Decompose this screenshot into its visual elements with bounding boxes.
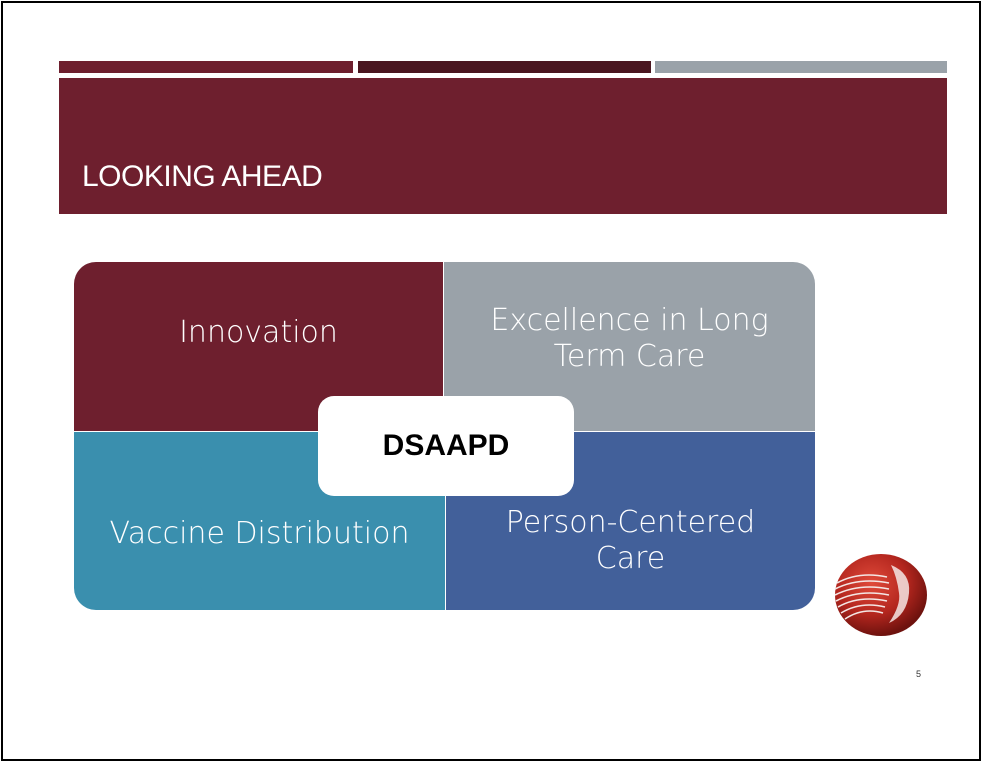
- quadrant-label: Excellence in Long Term Care: [490, 302, 769, 374]
- center-label: DSAAPD: [382, 429, 510, 462]
- organization-logo-icon: [829, 553, 929, 637]
- quadrant-innovation: Innovation: [74, 262, 443, 431]
- quadrant-label: Innovation: [179, 314, 338, 350]
- center-label-box: DSAAPD: [318, 396, 574, 496]
- quadrant-label: Vaccine Distribution: [109, 516, 410, 551]
- accent-bar-red: [59, 61, 353, 73]
- title-band: [59, 78, 947, 214]
- quadrant-excellence-long-term-care: Excellence in Long Term Care: [444, 262, 815, 431]
- accent-bar-dark-red: [358, 61, 651, 73]
- page-number: 5: [916, 669, 922, 679]
- quadrant-label: Person-Centered Care: [505, 505, 756, 576]
- slide-title: LOOKING AHEAD: [82, 160, 323, 193]
- quadrant-matrix: Innovation Excellence in Long Term Care …: [74, 262, 815, 610]
- accent-bar-gray: [655, 61, 947, 73]
